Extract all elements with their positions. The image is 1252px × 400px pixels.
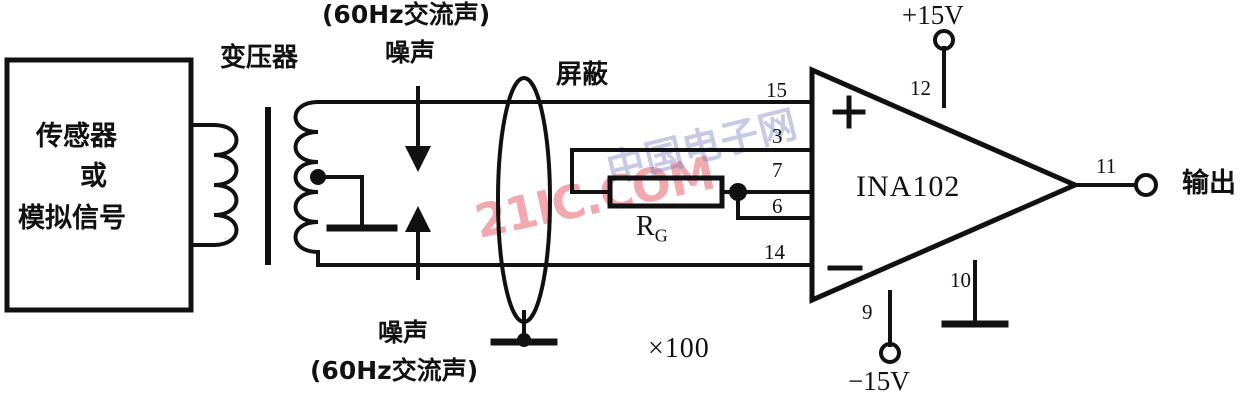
output-label: 输出 [1182, 168, 1236, 199]
source-block-line3: 模拟信号 [18, 203, 126, 234]
pin-label-15: 15 [766, 78, 787, 102]
junction-dot-shield [517, 333, 531, 347]
junction-dot-rg [729, 183, 747, 201]
pin-label-12: 12 [910, 76, 931, 100]
pin-label-3: 3 [772, 124, 783, 148]
transformer-secondary-coil [293, 99, 321, 255]
rg-subscript: G [654, 225, 668, 246]
source-block-line1: 传感器 [36, 121, 117, 152]
noise-bottom-line2: (60Hz交流声) [310, 356, 479, 385]
pin-label-11: 11 [1096, 154, 1117, 178]
shield-ellipse [496, 76, 552, 324]
noise-bottom-line1: 噪声 [378, 318, 429, 347]
vpos-terminal [933, 29, 955, 51]
gain-label: ×100 [648, 333, 710, 364]
rg-letter: R [636, 211, 655, 242]
center-tap-wire [316, 175, 364, 227]
source-block-line2: 或 [80, 161, 107, 192]
gain-resistor-label: RG [636, 213, 668, 245]
junction-dot-center-tap [310, 169, 326, 185]
noninverting-input-marker [832, 95, 866, 129]
transformer-label: 变压器 [220, 43, 299, 73]
supply-positive-label: +15V [902, 0, 964, 30]
pin-label-7: 7 [772, 158, 783, 182]
pin-label-10: 10 [950, 268, 971, 292]
supply-negative-label: −15V [848, 366, 910, 396]
noise-arrow-bottom [405, 206, 431, 280]
amplifier-triangle [809, 66, 1082, 304]
output-terminal [1134, 173, 1158, 197]
source-block-outline [4, 57, 194, 313]
pin3-loop-wire [570, 148, 814, 194]
shield-label: 屏蔽 [556, 60, 609, 90]
noise-arrow-top [405, 86, 431, 172]
noise-top-line2: 噪声 [385, 38, 436, 67]
amplifier-label: INA102 [856, 170, 961, 203]
noise-top-line1: (60Hz交流声) [322, 0, 491, 29]
vneg-terminal [879, 342, 901, 364]
transformer-primary-coil [211, 122, 239, 248]
pin-label-6: 6 [772, 194, 783, 218]
gain-resistor-body [607, 175, 725, 209]
pin-label-14: 14 [764, 240, 785, 264]
pin-label-9: 9 [862, 300, 873, 324]
signal-wire-bottom [316, 250, 814, 267]
